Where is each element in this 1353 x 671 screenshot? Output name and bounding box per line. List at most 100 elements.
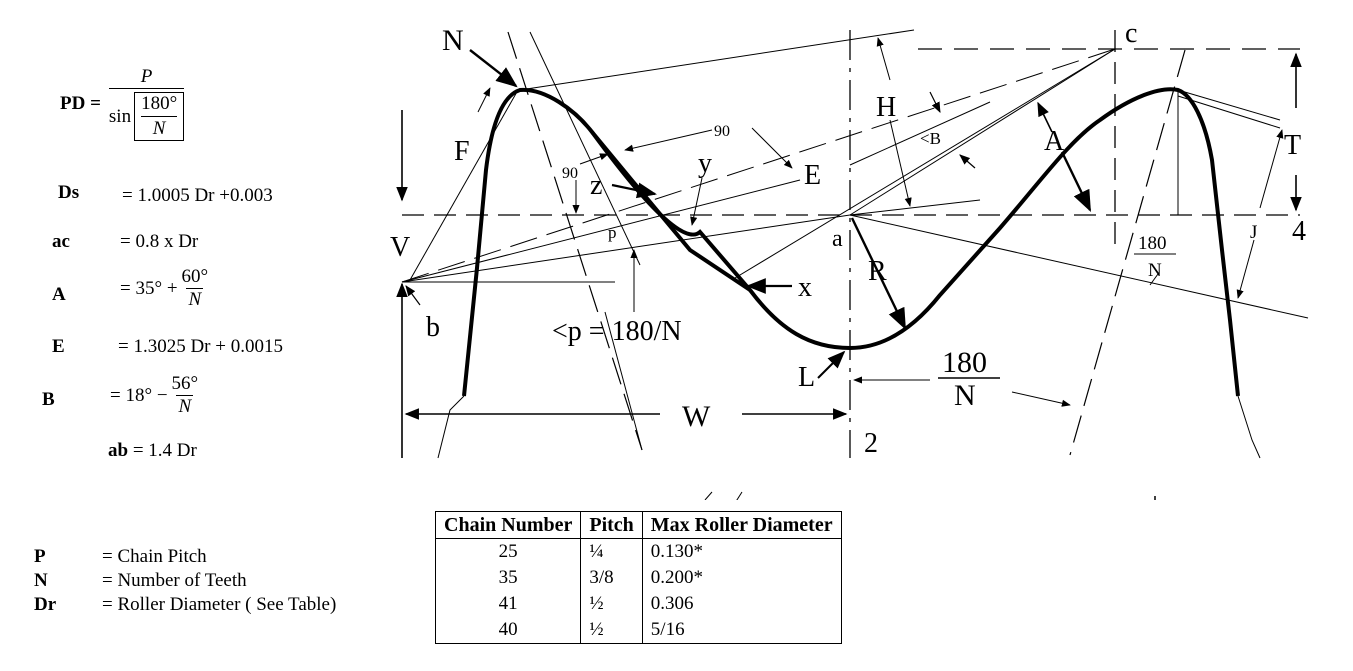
label-R: R: [868, 256, 887, 287]
formula-a-lead: = 35° +: [120, 277, 178, 299]
label-V: V: [390, 232, 410, 263]
formula-ab: ab = 1.4 Dr: [108, 440, 197, 462]
table-cell-chain: 35: [434, 565, 582, 591]
line-F: [409, 89, 519, 281]
arrow-y: [690, 177, 703, 226]
formula-a-denominator: N: [186, 288, 204, 310]
label-E: E: [804, 160, 821, 191]
formula-a-numerator: 60°: [181, 266, 209, 287]
label-H: H: [876, 92, 896, 123]
formula-pd-bracket: 180° N: [134, 92, 185, 141]
line-V-to-c: [401, 48, 1116, 283]
label-J: J: [1250, 222, 1257, 243]
arrow-L: [817, 350, 846, 379]
label-90-top: 90: [714, 123, 730, 140]
table-row: 25 ¼ 0.130*: [434, 538, 842, 565]
line-H-leader: [849, 199, 981, 216]
formula-ac-label: ac: [52, 231, 70, 252]
dim-H-top: [876, 37, 891, 81]
label-angle-p: <p = 180/N: [552, 316, 682, 347]
formula-b: = 18° − 56° N: [110, 373, 200, 418]
arrow-R: [850, 217, 907, 330]
line-a-to-c: [849, 48, 1116, 216]
table-header-roller: Max Roller Diameter: [641, 511, 842, 539]
formula-ab-expr: = 1.4 Dr: [132, 440, 197, 461]
label-180n-big-den: N: [954, 379, 976, 412]
table-cell-chain: 40: [434, 617, 582, 644]
flank-right-outer: [1237, 395, 1261, 459]
line-diag-left: [529, 31, 641, 266]
label-p: p: [608, 223, 617, 242]
line-x: [734, 48, 1116, 279]
arrow-A-bottom: [1060, 151, 1092, 212]
table-cell-pitch: ½: [580, 617, 643, 644]
dim-H-bottom: [889, 119, 912, 207]
label-180n-small-num: 180: [1138, 233, 1167, 254]
table-cell-roller: 0.130*: [641, 538, 842, 565]
table-cell-roller: 0.200*: [641, 565, 842, 591]
table-cell-pitch: ½: [580, 591, 643, 617]
arrow-b: [405, 285, 421, 306]
table-row: 41 ½ 0.306: [434, 591, 842, 617]
formula-pd-angle: 180°: [141, 93, 178, 114]
formula-e-expr: = 1.3025 Dr + 0.0015: [118, 336, 283, 357]
label-a: a: [832, 226, 843, 252]
label-angle-B: <B: [920, 129, 941, 148]
label-b: b: [426, 312, 440, 343]
label-N: N: [442, 24, 464, 57]
formula-pd-label: PD =: [60, 92, 101, 114]
formula-pd-numerator: P: [140, 66, 153, 87]
table-cell-roller: 0.306: [641, 591, 842, 617]
formula-a-fraction: 60° N: [180, 266, 211, 311]
formula-pd-n: N: [141, 116, 178, 141]
label-180n-big-num: 180: [942, 346, 987, 379]
formula-a: = 35° + 60° N: [120, 266, 210, 311]
table-cell-roller: 5/16: [641, 617, 842, 644]
table-cell-chain: 41: [434, 591, 582, 617]
line-V-to-E: [401, 179, 801, 283]
label-W: W: [682, 400, 711, 433]
line-B: [849, 101, 991, 166]
formula-b-lead: = 18° −: [110, 384, 168, 406]
formula-b-label: B: [42, 389, 55, 410]
arrow-B-top: [929, 91, 941, 113]
label-A: A: [1044, 126, 1065, 157]
formula-e-label: E: [52, 336, 65, 357]
arrow-z: [611, 182, 657, 199]
label-y: y: [698, 148, 712, 179]
label-c: c: [1125, 18, 1137, 49]
arrow-90-top: [624, 129, 713, 152]
line-right-dash-long: [1069, 49, 1186, 456]
tick-bottom-2: [736, 491, 743, 500]
legend-symbol-n: N: [34, 570, 48, 591]
label-F: F: [454, 136, 470, 167]
arrow-180n-small: [1149, 273, 1159, 286]
formula-a-label: A: [52, 284, 66, 305]
formula-b-fraction: 56° N: [170, 373, 201, 418]
label-L: L: [798, 362, 815, 393]
legend-desc-n: = Number of Teeth: [102, 570, 247, 591]
table-row: 40 ½ 5/16: [434, 617, 842, 644]
line-N-dash: [507, 31, 643, 451]
formula-ab-label: ab: [108, 440, 129, 461]
table-cell-pitch: 3/8: [580, 565, 643, 591]
line-right-tip2: [1177, 95, 1281, 129]
formula-pd: PD = P sin 180° N: [60, 66, 185, 141]
chain-spec-table: Chain Number Pitch Max Roller Diameter 2…: [434, 511, 842, 644]
arrow-N: [469, 49, 518, 88]
label-2: 2: [864, 428, 878, 459]
arrow-180n-right: [1011, 391, 1071, 407]
table-cell-chain: 25: [434, 538, 582, 565]
tooth-profile-mid: [590, 130, 752, 292]
label-4: 4: [1292, 216, 1306, 247]
label-180n-small-den: N: [1148, 260, 1162, 281]
arrow-F: [477, 87, 491, 113]
arrow-A-top: [1037, 101, 1053, 133]
label-z: z: [590, 170, 602, 201]
line-a-right: [849, 214, 1309, 319]
label-T: T: [1284, 130, 1301, 161]
dim-J-bottom: [1236, 239, 1255, 299]
flank-left-outer: [437, 395, 465, 459]
formula-pd-sin: sin: [108, 105, 132, 127]
legend-desc-p: = Chain Pitch: [102, 546, 207, 567]
